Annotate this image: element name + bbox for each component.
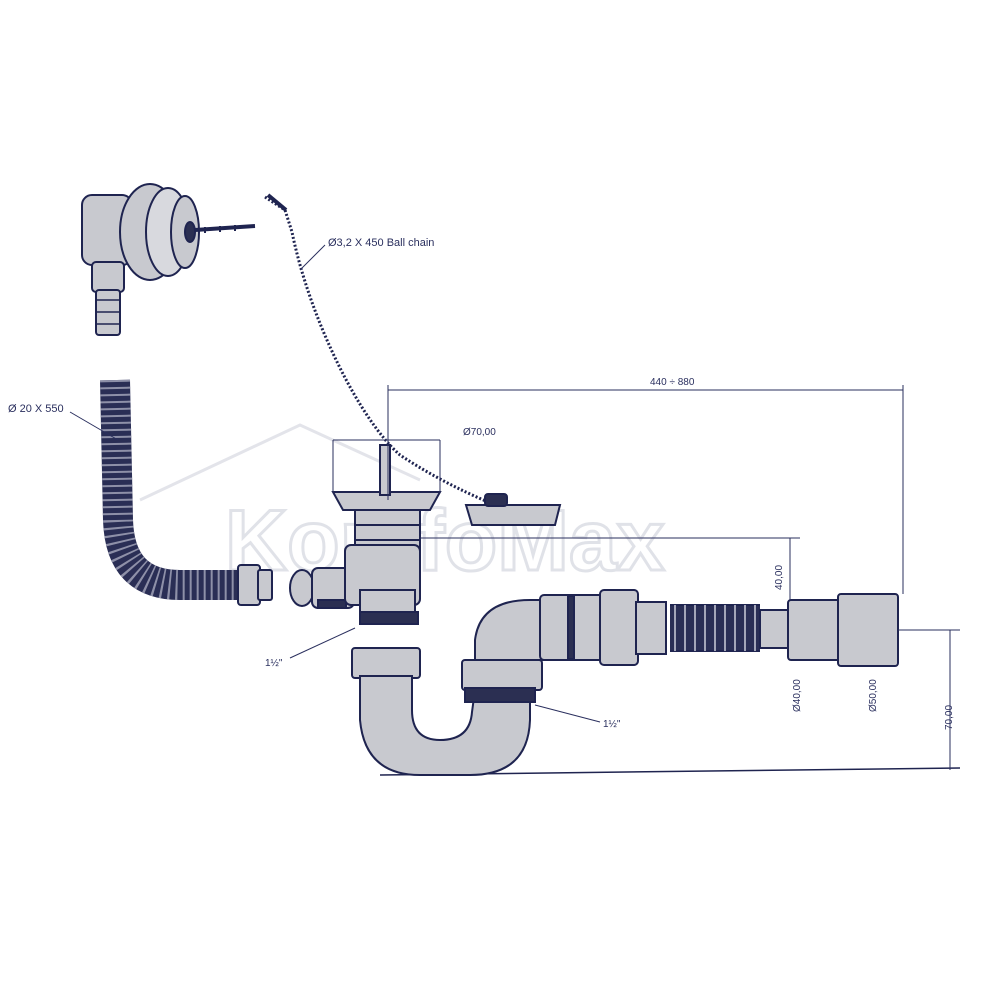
thread-right-label: 1½" bbox=[603, 719, 621, 730]
hose-leader-line bbox=[69, 411, 119, 441]
trap bbox=[351, 599, 561, 776]
outlet-d40-label: Ø40,00 bbox=[792, 679, 803, 712]
strainer-diameter-label: Ø70,00 bbox=[463, 427, 496, 438]
corrugation bbox=[674, 605, 756, 651]
dim-height-40 bbox=[420, 537, 800, 600]
ball-chain-label: Ø3,2 X 450 Ball chain bbox=[328, 237, 434, 249]
overflow-hose-label: Ø 20 X 550 bbox=[8, 403, 64, 415]
overflow-head bbox=[81, 183, 256, 336]
thread-left-label: 1½" bbox=[265, 658, 283, 669]
overflow-hose bbox=[100, 379, 240, 600]
hose-connector bbox=[237, 564, 355, 609]
chain-leader-line bbox=[299, 244, 326, 271]
trap-height-label: 70,00 bbox=[944, 705, 955, 730]
dim-strainer bbox=[332, 439, 441, 492]
stopper-plug bbox=[464, 493, 562, 526]
outlet-d50-label: Ø50,00 bbox=[868, 679, 879, 712]
dim-trap-height bbox=[898, 629, 960, 770]
outlet-pipe bbox=[539, 589, 899, 667]
height-40-label: 40,00 bbox=[774, 565, 785, 590]
length-range-label: 440 ÷ 880 bbox=[650, 377, 695, 388]
watermark-text: KomfoMax bbox=[225, 493, 665, 589]
dim-length bbox=[387, 385, 904, 594]
drain-body bbox=[331, 444, 442, 625]
thread-right-leader bbox=[534, 704, 601, 723]
ball-chain bbox=[264, 193, 489, 504]
thread-left-leader bbox=[289, 627, 356, 659]
